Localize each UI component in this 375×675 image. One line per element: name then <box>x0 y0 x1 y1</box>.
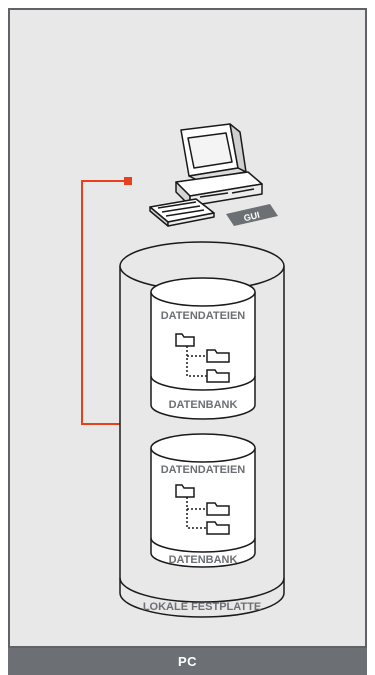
computer-icon <box>149 123 263 227</box>
gui-badge-label: GUI <box>243 210 261 224</box>
folder-tree-icon <box>175 333 230 383</box>
footer-bar: PC <box>8 648 367 675</box>
database-cylinder <box>150 277 256 420</box>
database-label: DATENBANK <box>169 399 238 411</box>
database-label: DATENBANK <box>169 554 238 566</box>
architecture-diagram: GUI LOKALE FESTPLATTE DATENDATEIEN DATEN… <box>81 123 285 618</box>
database-cylinder <box>150 433 256 568</box>
hard-disk-label: LOKALE FESTPLATTE <box>143 601 261 613</box>
folder-tree-icon <box>175 484 230 535</box>
gui-badge: GUI <box>226 204 278 226</box>
connector-endpoint <box>124 177 132 185</box>
footer-label: PC <box>177 654 198 669</box>
data-files-label: DATENDATEIEN <box>161 464 246 476</box>
data-files-label: DATENDATEIEN <box>161 310 246 322</box>
